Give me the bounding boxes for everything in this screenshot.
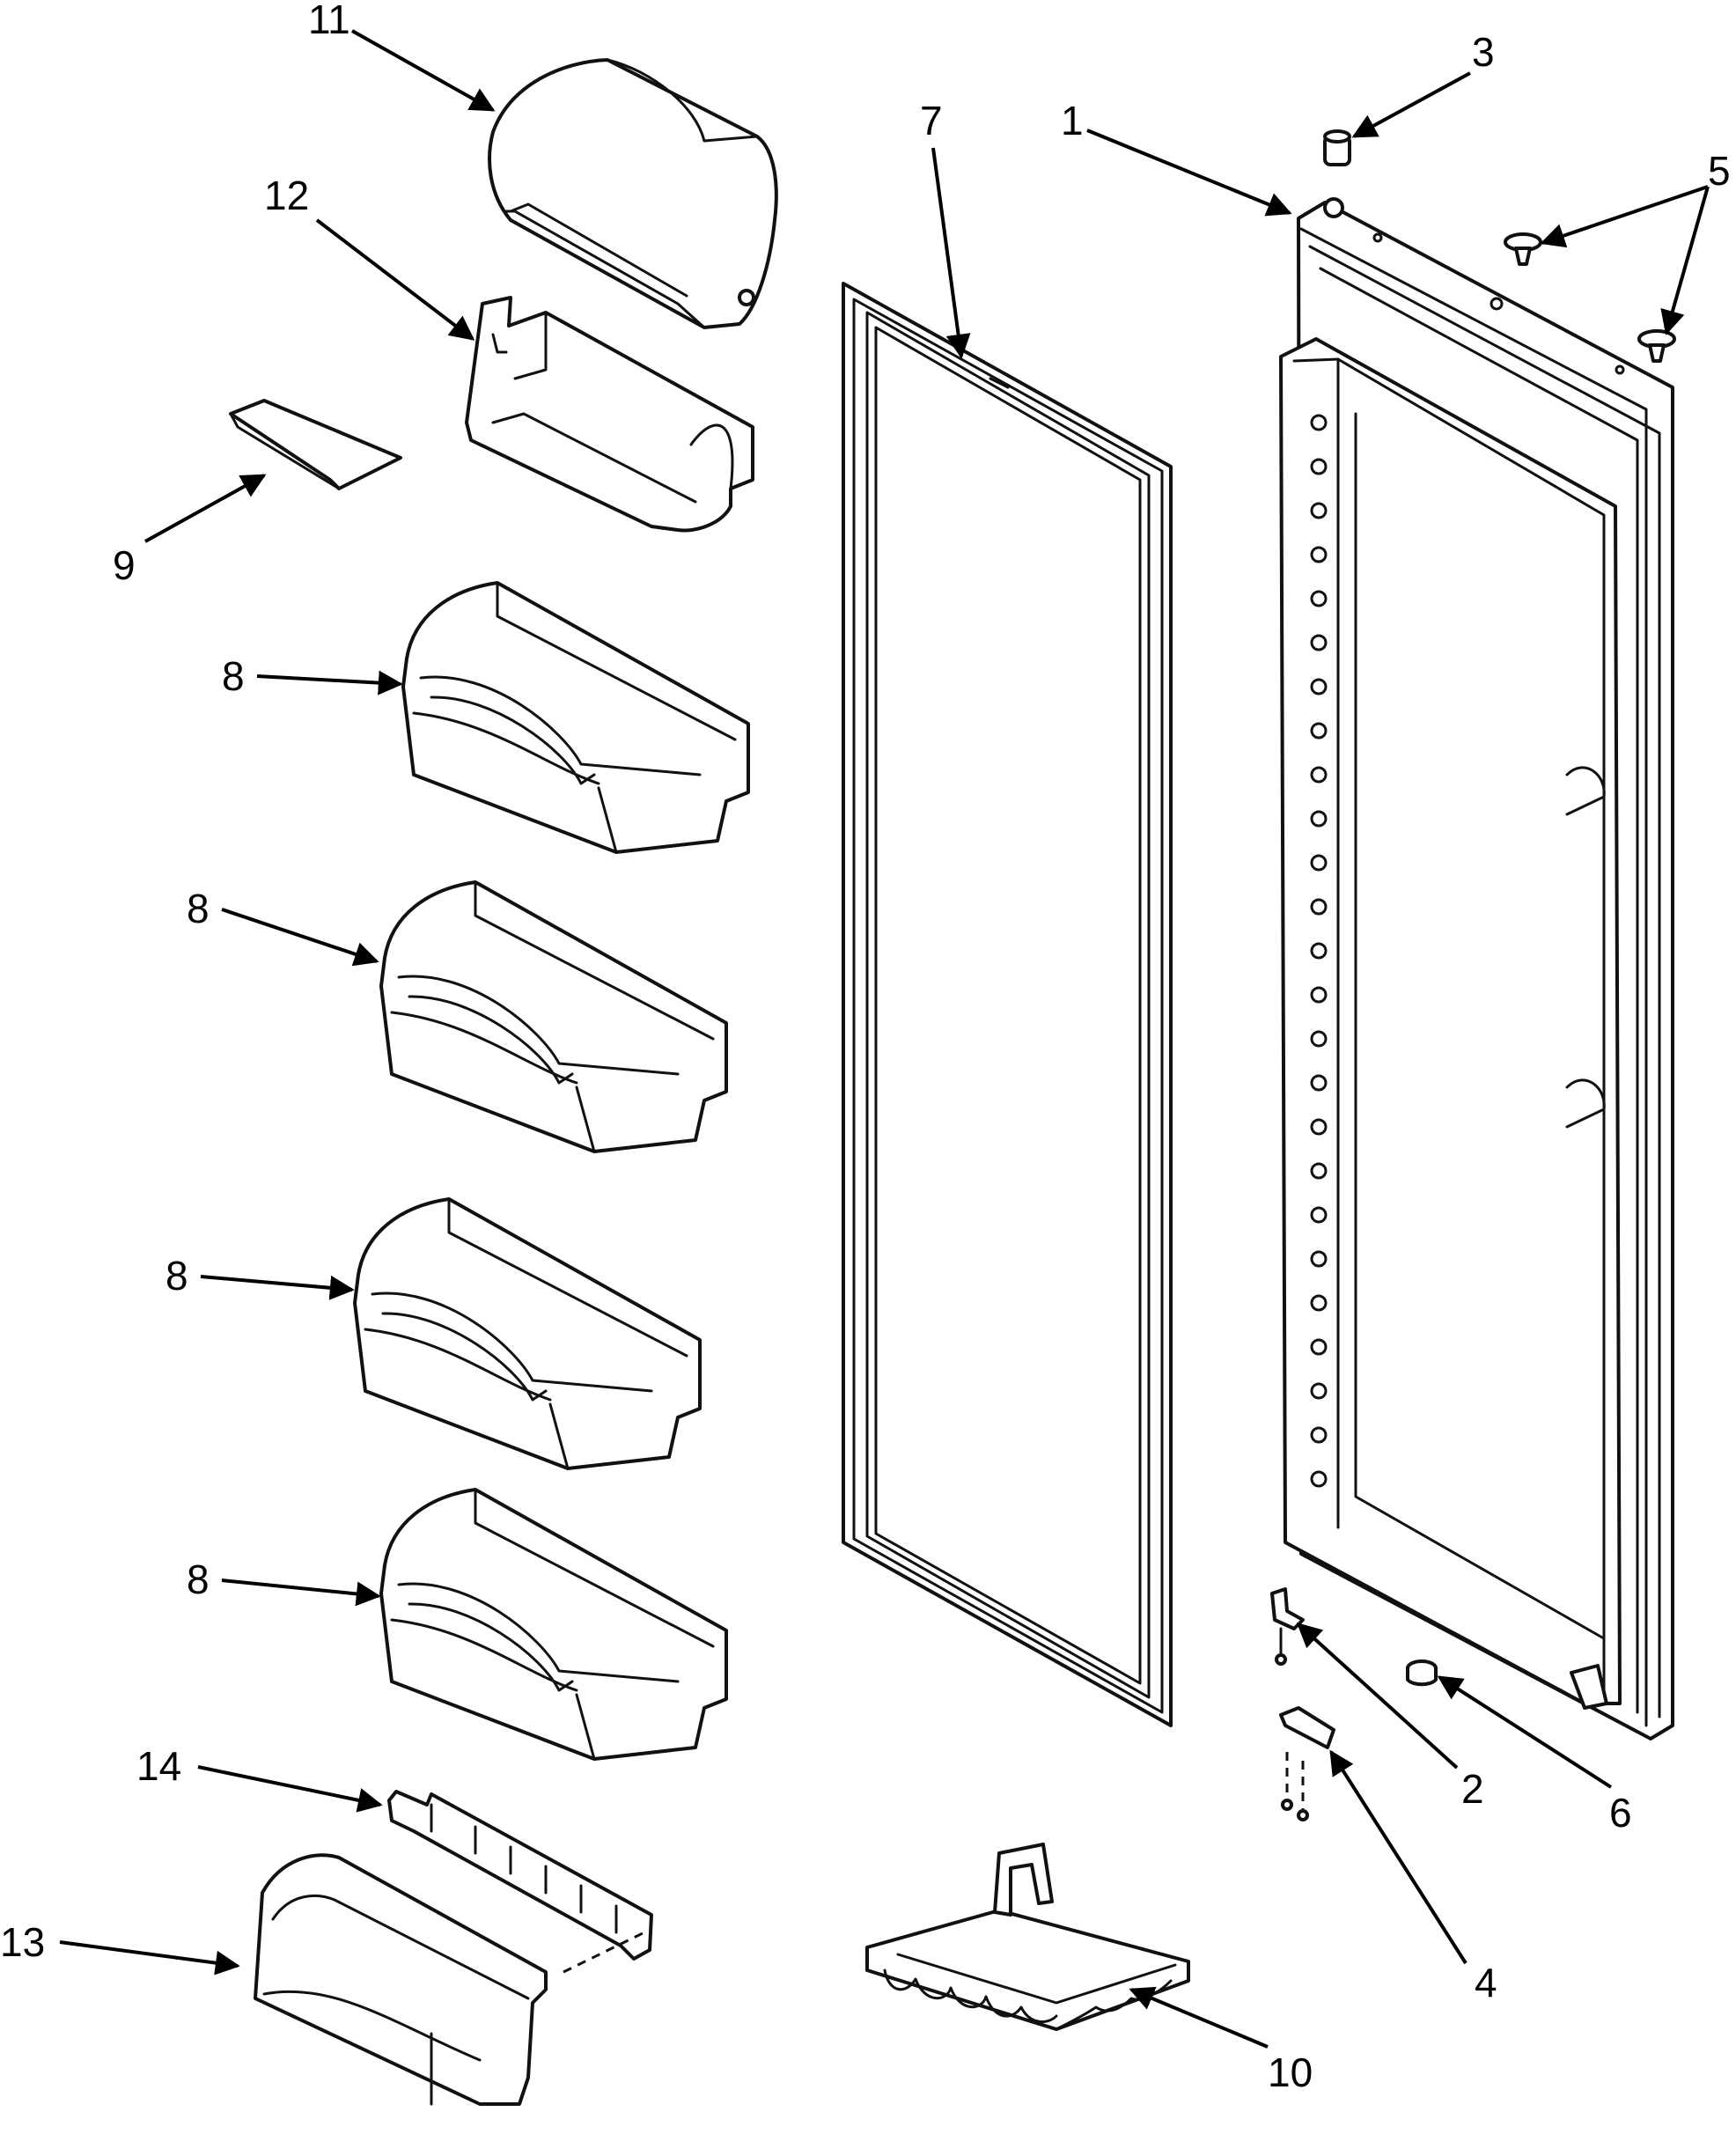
- leader-11: [351, 29, 496, 112]
- part-bottom-bin: [254, 1853, 548, 2106]
- callout-9: 9: [113, 542, 136, 588]
- callout-1: 1: [1061, 98, 1084, 143]
- leader-3: [1351, 71, 1471, 138]
- part-dairy-cover: [488, 58, 778, 329]
- leader-8c: [200, 1275, 355, 1300]
- leader-14: [197, 1765, 383, 1813]
- leader-13: [59, 1940, 240, 1976]
- callout-11: 11: [308, 0, 350, 42]
- callout-5: 5: [1708, 148, 1731, 194]
- part-small-tray: [229, 399, 402, 490]
- leader-8d: [221, 1578, 381, 1607]
- leader-1: [1086, 129, 1292, 217]
- callout-8d: 8: [187, 1556, 210, 1602]
- leader-5b: [1660, 186, 1710, 335]
- part-door-bin-2: [379, 880, 728, 1153]
- callout-8a: 8: [222, 653, 245, 699]
- leader-8b: [221, 908, 379, 967]
- leader-8a: [256, 670, 403, 695]
- part-door-stop: [1270, 1587, 1305, 1666]
- leader-6: [1437, 1675, 1613, 1789]
- callout-7: 7: [920, 98, 943, 143]
- door-shelf-notches: [1310, 414, 1328, 1488]
- leader-7: [931, 147, 971, 359]
- leader-10: [1129, 1986, 1269, 2049]
- callout-13: 13: [0, 1919, 45, 1965]
- part-door-bin-1: [401, 581, 750, 854]
- callout-3: 3: [1472, 29, 1495, 75]
- part-door-plug-2: [1637, 329, 1676, 363]
- part-door-gasket: [842, 282, 1173, 1727]
- callout-8b: 8: [187, 886, 210, 931]
- leader-5a: [1540, 185, 1709, 248]
- leader-2: [1296, 1623, 1459, 1770]
- callout-6: 6: [1609, 1790, 1632, 1836]
- part-door-plug-1: [1504, 232, 1542, 266]
- leader-4: [1329, 1749, 1468, 1965]
- part-door-bin-3: [353, 1197, 702, 1470]
- part-dairy-bin: [465, 296, 754, 533]
- part-egg-tray: [865, 1843, 1190, 2031]
- part-door-bin-4: [379, 1488, 728, 1761]
- part-door-assembly: [1279, 197, 1674, 1740]
- part-bin-bracket: [387, 1790, 653, 1961]
- part-bottom-bushing: [1406, 1659, 1438, 1687]
- callout-4: 4: [1475, 1960, 1497, 2005]
- leader-12: [315, 218, 475, 341]
- callout-labels: 11 12 9 8 8 8 8 14 13 7 1 3 5 2 6 4 10: [0, 0, 1731, 2095]
- part-door-cam: [1279, 1706, 1335, 1821]
- callout-2: 2: [1461, 1766, 1484, 1812]
- leader-lines: [59, 29, 1710, 2049]
- callout-10: 10: [1268, 2049, 1313, 2095]
- part-hinge-bushing: [1323, 129, 1351, 166]
- leader-9: [144, 474, 267, 543]
- callout-14: 14: [136, 1743, 181, 1789]
- callout-8c: 8: [166, 1253, 188, 1299]
- callout-12: 12: [264, 173, 309, 218]
